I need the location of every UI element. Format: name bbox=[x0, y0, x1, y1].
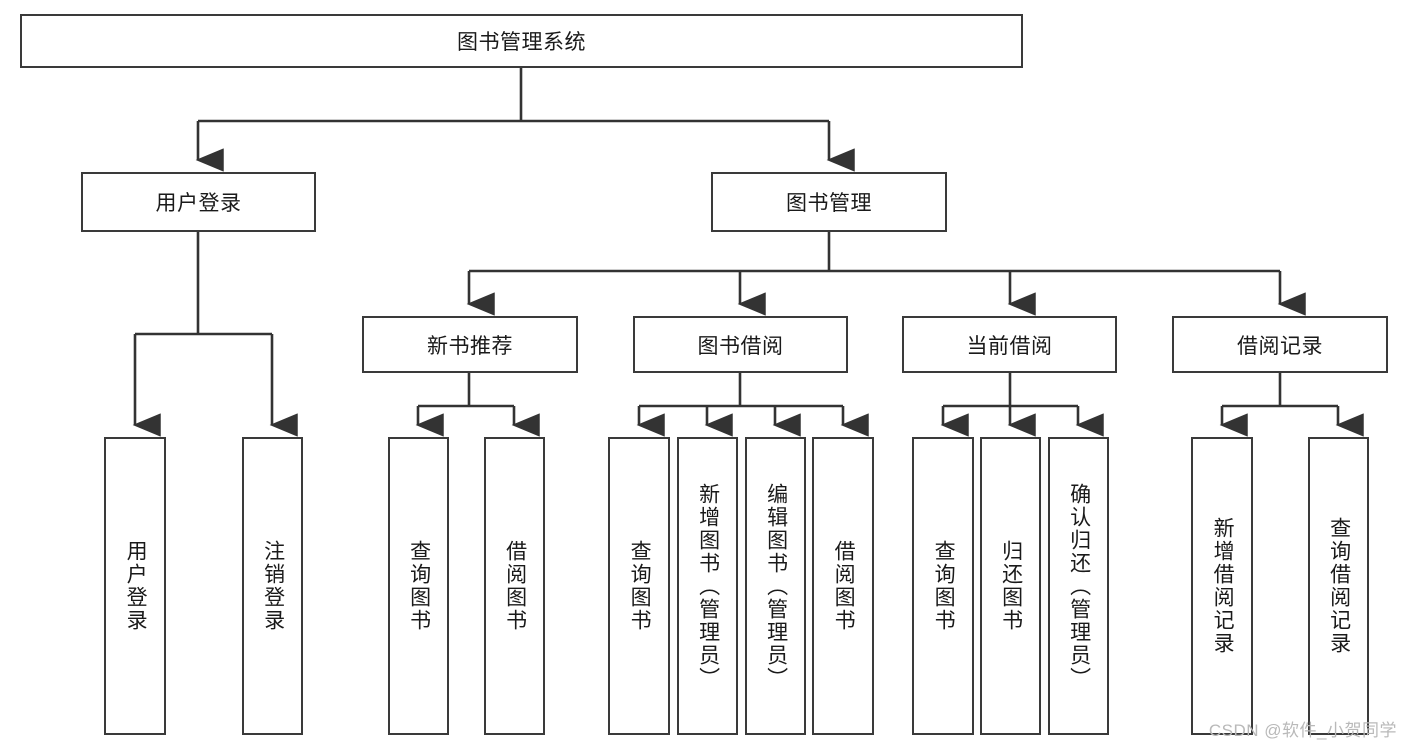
node-user-login[interactable]: 用户登录 bbox=[81, 172, 316, 232]
node-label: 图书管理 bbox=[786, 192, 872, 215]
node-current-borrowing[interactable]: 当前借阅 bbox=[902, 316, 1117, 373]
node-root-book-management-system[interactable]: 图书管理系统 bbox=[20, 14, 1023, 68]
node-label: 查询图书 bbox=[932, 540, 956, 632]
leaf-query-book-current[interactable]: 查询图书 bbox=[912, 437, 974, 735]
leaf-query-book-borrowing[interactable]: 查询图书 bbox=[608, 437, 670, 735]
leaf-query-book-new-recommendation[interactable]: 查询图书 bbox=[388, 437, 449, 735]
node-label: 新书推荐 bbox=[427, 334, 513, 358]
leaf-logout[interactable]: 注销登录 bbox=[242, 437, 303, 735]
node-label: 查询借阅记录 bbox=[1327, 517, 1351, 655]
node-label: 借阅记录 bbox=[1237, 334, 1323, 358]
node-label: 注销登录 bbox=[261, 540, 285, 632]
leaf-add-book-admin[interactable]: 新增图书（管理员） bbox=[677, 437, 738, 735]
node-label: 当前借阅 bbox=[966, 334, 1053, 358]
leaf-return-book[interactable]: 归还图书 bbox=[980, 437, 1041, 735]
node-label: 用户登录 bbox=[124, 540, 148, 632]
leaf-user-login[interactable]: 用户登录 bbox=[104, 437, 166, 735]
node-label: 查询图书 bbox=[628, 540, 652, 632]
node-label: 图书管理系统 bbox=[457, 31, 586, 54]
leaf-add-borrow-record[interactable]: 新增借阅记录 bbox=[1191, 437, 1253, 735]
node-label: 确认归还（管理员） bbox=[1067, 482, 1091, 690]
node-label: 用户登录 bbox=[155, 192, 242, 215]
node-borrow-records[interactable]: 借阅记录 bbox=[1172, 316, 1388, 373]
node-book-borrowing[interactable]: 图书借阅 bbox=[633, 316, 848, 373]
node-new-book-recommendation[interactable]: 新书推荐 bbox=[362, 316, 578, 373]
node-book-management[interactable]: 图书管理 bbox=[711, 172, 947, 232]
node-label: 图书借阅 bbox=[697, 334, 784, 358]
leaf-query-borrow-record[interactable]: 查询借阅记录 bbox=[1308, 437, 1369, 735]
leaf-confirm-return-admin[interactable]: 确认归还（管理员） bbox=[1048, 437, 1109, 735]
leaf-borrow-book-new-recommendation[interactable]: 借阅图书 bbox=[484, 437, 545, 735]
node-label: 借阅图书 bbox=[832, 540, 856, 632]
leaf-edit-book-admin[interactable]: 编辑图书（管理员） bbox=[745, 437, 806, 735]
node-label: 借阅图书 bbox=[503, 540, 527, 632]
node-label: 编辑图书（管理员） bbox=[764, 482, 788, 690]
node-label: 查询图书 bbox=[407, 540, 431, 632]
leaf-borrow-book-borrowing[interactable]: 借阅图书 bbox=[812, 437, 874, 735]
node-label: 归还图书 bbox=[999, 540, 1023, 632]
node-label: 新增借阅记录 bbox=[1211, 517, 1235, 655]
node-label: 新增图书（管理员） bbox=[696, 482, 720, 690]
watermark: CSDN @软件_小贺同学 bbox=[1208, 721, 1397, 740]
